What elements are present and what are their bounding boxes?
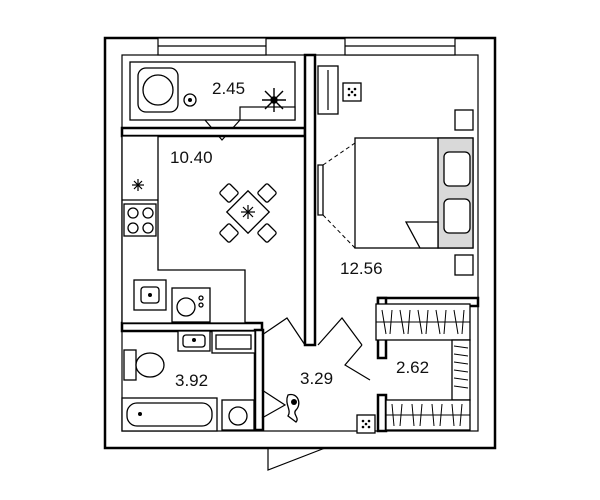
nightstand-icon [454,109,474,276]
rug-icon [286,393,300,423]
washer-icon [171,287,211,323]
bath-washer-icon [221,399,255,431]
bathtub-icon [121,397,218,432]
area-label-kitchen: 10.40 [170,148,213,167]
area-label-bathroom: 3.92 [175,371,208,390]
area-label-closet: 2.62 [396,358,429,377]
kitchen-counter [121,135,246,324]
area-label-hallway: 3.29 [300,369,333,388]
area-label-bedroom: 12.56 [340,259,383,278]
plant-icon [262,88,286,112]
toilet-icon [123,349,165,381]
outlet-icon-bedroom [342,82,362,102]
tv-icon [317,142,356,249]
vanity-sink-icon [177,330,256,354]
stove-icon [123,203,157,237]
sink-icon [133,279,167,311]
area-label-balcony: 2.45 [212,79,245,98]
wardrobe-icon [317,65,339,115]
window-balcony [157,37,267,56]
doors [261,317,371,471]
fridge-icon [132,179,144,191]
bed-icon [354,137,474,249]
armchair-icon [137,67,179,113]
closet-rails [375,303,471,431]
window-bedroom [344,37,456,56]
side-table-icon [183,93,197,107]
dining-set-icon [219,183,277,243]
outlet-icon-hall [356,414,376,434]
